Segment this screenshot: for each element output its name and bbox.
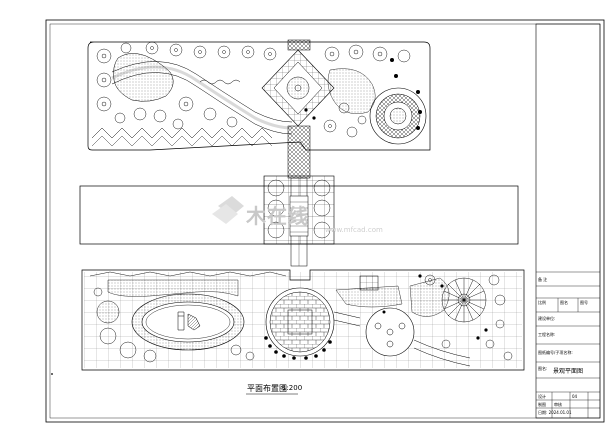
tb-drafter: 制图 [538, 402, 546, 407]
diamond-pavilion [261, 49, 335, 127]
lawn-area-left [107, 279, 239, 297]
watermark-text: 木在线 [246, 204, 309, 228]
tb-client: 建设单位: [538, 316, 556, 321]
title-block-grid [536, 271, 600, 418]
gazebo-radial [441, 277, 487, 323]
tb-date: 日期: 2024.01.01 [538, 410, 572, 415]
accent-shrubs-right [418, 274, 488, 340]
drawing-scale: 1:200 [282, 384, 303, 392]
sheet-frame-outer [45, 19, 605, 423]
lower-garden-plan [81, 269, 525, 371]
lawn-area-center [335, 285, 403, 308]
tb-project: 工程名称: [538, 332, 556, 337]
tb-check: 审核 [554, 402, 562, 407]
tb-design: 设计 [538, 394, 546, 399]
middle-building [79, 175, 519, 245]
tb-remarks: 备 注 [538, 277, 548, 282]
lower-path-band [333, 311, 361, 327]
tb-scale-label: 比例 [538, 300, 546, 305]
tb-drawing-name: 景观平面图 [553, 368, 584, 375]
tb-number-label: 图号 [580, 300, 588, 305]
upper-garden-boundary [87, 41, 431, 151]
watermark-logo [212, 196, 244, 224]
tb-subitem: 图纸编号/子项名称: [538, 350, 573, 355]
reference-point [51, 373, 53, 375]
circular-plaza-right [369, 87, 427, 145]
elliptical-pool [131, 293, 245, 351]
zigzag-paving-edge [91, 127, 273, 139]
round-seating-area [365, 307, 415, 357]
drawing-caption: 平面布置图 [247, 384, 287, 393]
trees-right [424, 274, 513, 361]
watermark-url: www.mfcad.com [325, 226, 383, 234]
tree-canopies-upper [96, 41, 411, 138]
shrubs-left [93, 287, 255, 363]
plaza-plantings [264, 336, 332, 360]
hedge-wave [199, 79, 241, 85]
hedge-strip-top [89, 271, 287, 277]
title-block-frame [535, 23, 601, 419]
rockery-cluster [113, 53, 174, 102]
tb-drawing-name-label: 图名: [538, 366, 548, 371]
lawn-area-upper [327, 68, 376, 114]
lawn-area-right [409, 277, 450, 317]
upper-garden-plan [87, 41, 431, 151]
tb-drawing-label: 图名 [560, 300, 568, 305]
pergola-grid [359, 275, 379, 291]
central-round-plaza [265, 287, 335, 357]
tb-sheet-number: 04 [572, 394, 578, 399]
